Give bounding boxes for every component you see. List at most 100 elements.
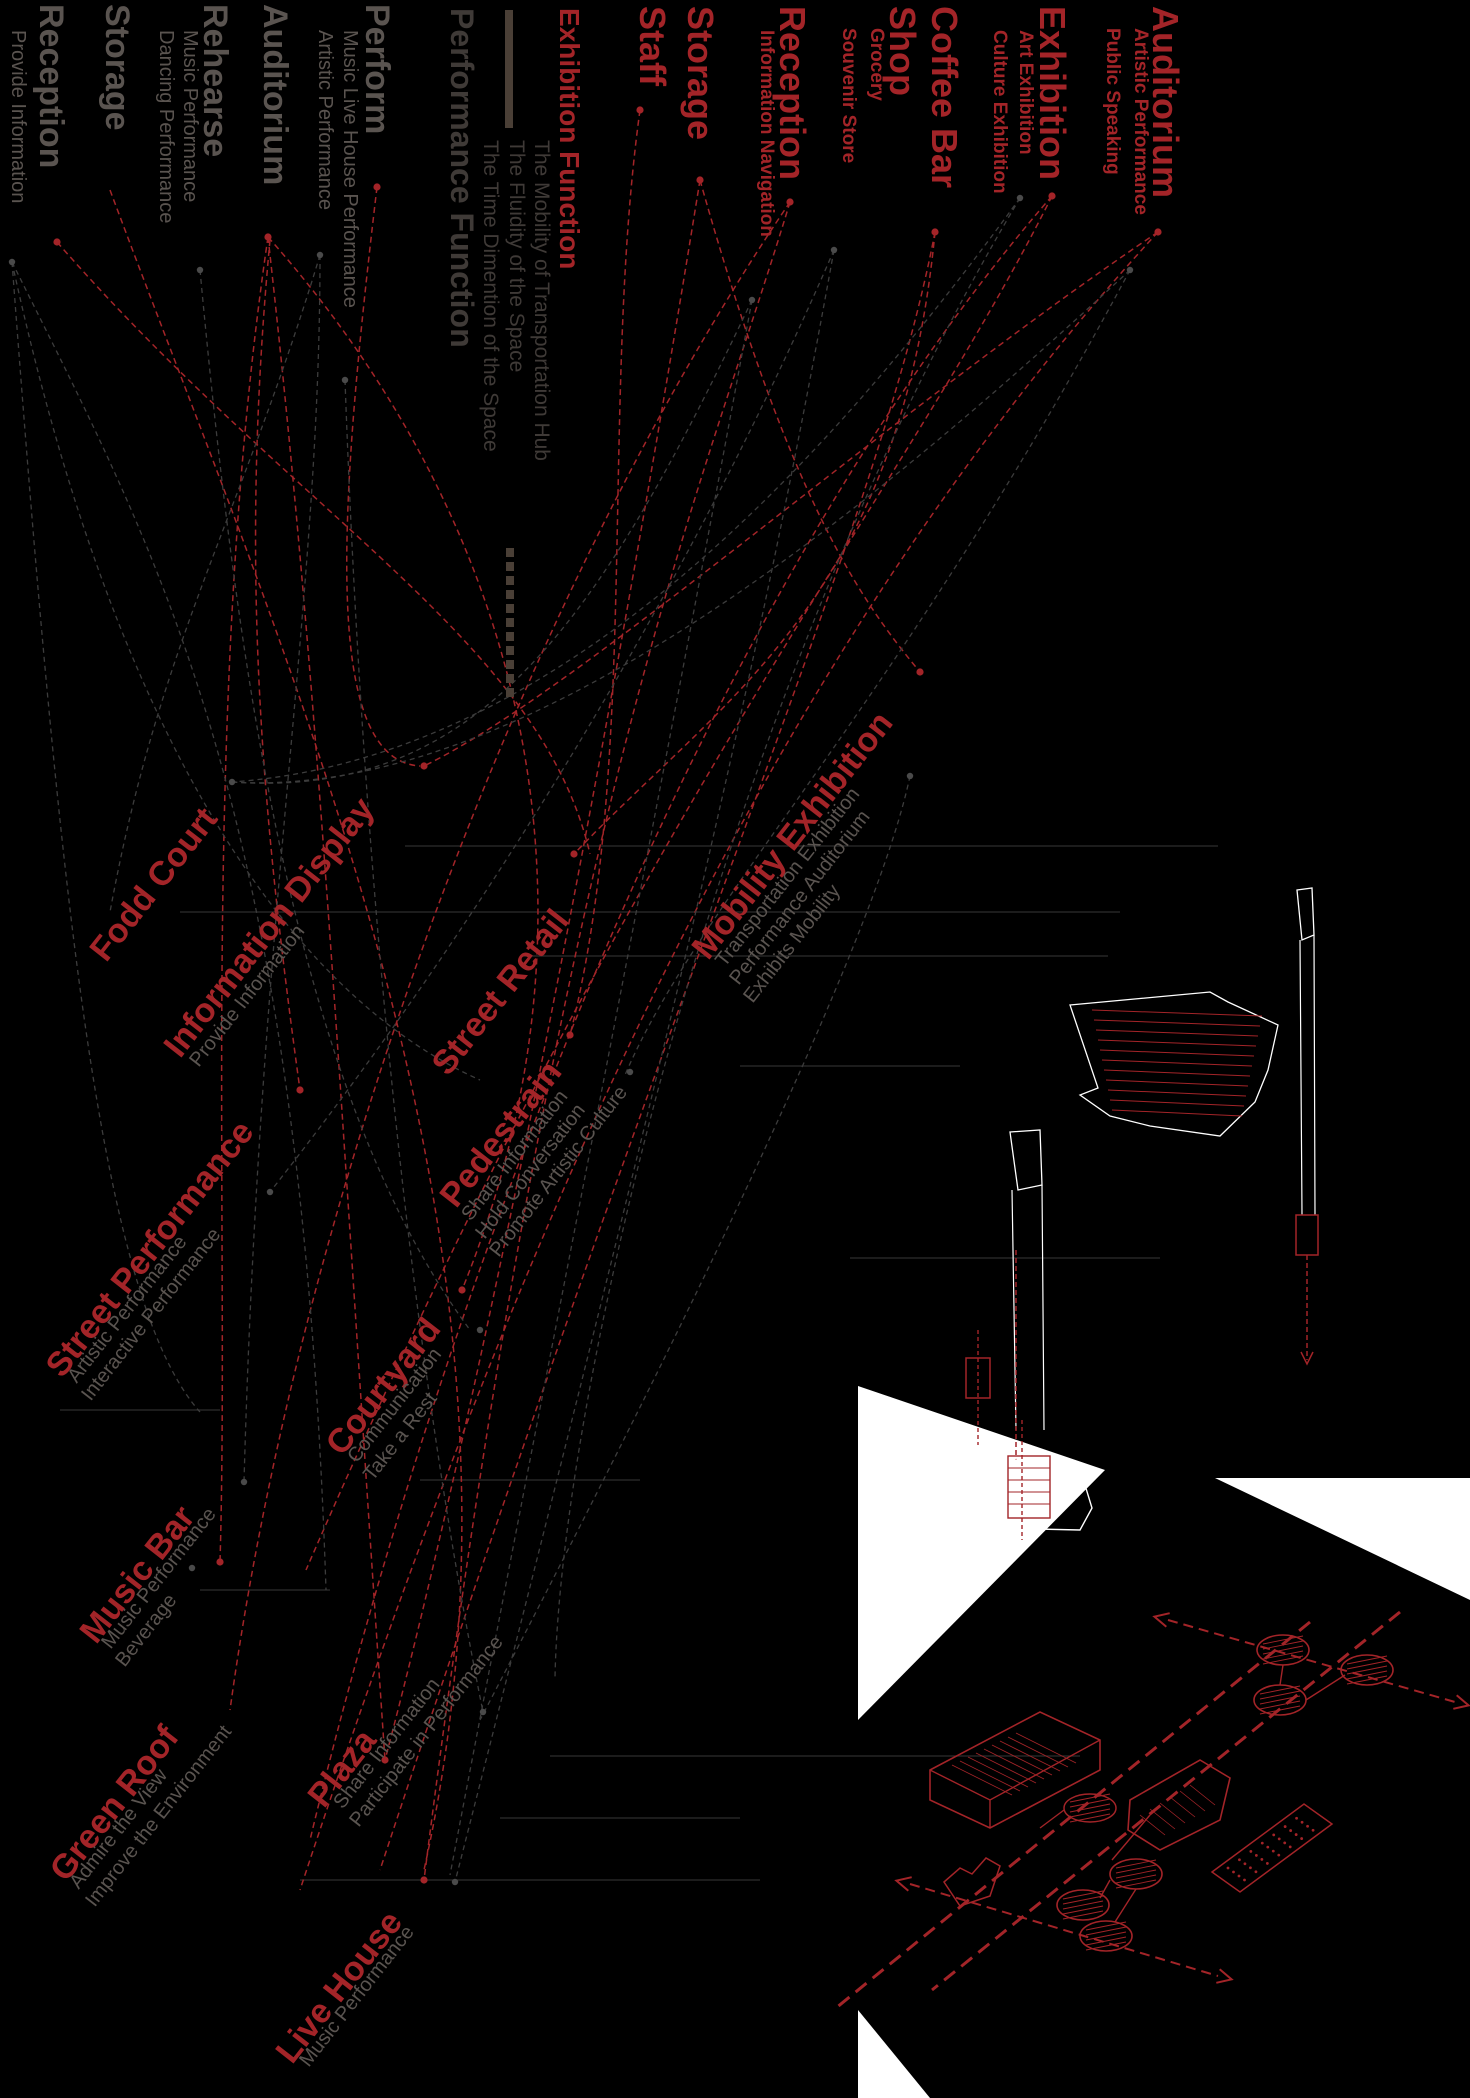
site-node-hatch <box>1062 1900 1104 1910</box>
connection-dot-grey <box>451 1878 459 1886</box>
category-title-grey: Storage <box>98 4 136 131</box>
category-title-red: Auditorium <box>1145 6 1186 198</box>
legend-dash-bar <box>506 660 514 669</box>
category-sub-grey: Provide Information <box>7 30 29 204</box>
connection-curve-grey <box>231 269 1131 784</box>
site-node-hatch <box>1262 1635 1304 1645</box>
dotted-plot-dot <box>1237 1874 1241 1878</box>
connection-dot-grey <box>188 1564 196 1572</box>
roof-hatch <box>1109 1099 1245 1107</box>
dotted-plot-dot <box>1294 1833 1298 1836</box>
box-building-hatch <box>951 1764 1013 1796</box>
category-title-red: Reception <box>772 6 813 181</box>
white-panel-bottom <box>858 2010 930 2098</box>
dotted-plot-dot <box>1283 1841 1287 1845</box>
connection-curve-red <box>229 201 791 1711</box>
connection-dot-grey <box>341 376 349 384</box>
site-node <box>1079 1920 1133 1952</box>
box-building-hatch <box>967 1756 1029 1788</box>
site-node-hatch <box>1085 1921 1127 1931</box>
legend-dash-bar <box>506 576 514 585</box>
connection-dot-grey <box>1016 194 1024 202</box>
site-link <box>1099 1879 1111 1899</box>
site-node-hatch <box>1115 1874 1157 1884</box>
connection-curve-grey <box>243 254 321 1483</box>
connection-dot-grey <box>748 296 756 304</box>
connection-curve-red <box>299 231 1159 1891</box>
site-cross-top <box>1167 1619 1456 1703</box>
connection-curve-grey <box>11 261 327 1591</box>
dotted-plot-dot <box>1283 1825 1287 1828</box>
site-arrowhead <box>1152 1612 1170 1628</box>
site-node-hatch <box>1062 1910 1104 1920</box>
dotted-plot-dot <box>1260 1841 1264 1845</box>
connection-dot-red <box>786 198 794 206</box>
site-link <box>1305 1674 1346 1701</box>
legend-exhibition-item: The Time Dimention of the Space <box>479 140 502 452</box>
site-node-hatch <box>1346 1655 1388 1665</box>
white-panel-right <box>1215 1478 1470 1600</box>
connection-dots <box>8 106 1162 1886</box>
roof-hatch <box>1111 1109 1243 1117</box>
connection-curve-grey <box>344 379 484 1713</box>
category-sub-red: Culture Exhibition <box>989 30 1010 194</box>
dotted-plot-dot <box>1295 1816 1298 1820</box>
connection-curve-red <box>346 186 421 767</box>
legend-dash-bar <box>506 632 514 641</box>
connection-curve-grey <box>479 775 911 1721</box>
connection-dot-red <box>916 668 924 676</box>
slab-hatch <box>1189 1784 1216 1806</box>
roof-hatch <box>1091 1009 1263 1017</box>
category-title-red: Exhibition <box>1032 6 1073 180</box>
connection-dot-red <box>420 762 428 770</box>
category-sub-red: Information Navigation <box>756 30 777 237</box>
roof-hatch <box>1107 1089 1247 1097</box>
connection-dot-red <box>1154 228 1162 236</box>
site-link <box>1111 1814 1151 1861</box>
dotted-plot-dot <box>1265 1862 1269 1865</box>
site-axis-b <box>835 1620 1311 2010</box>
connection-dot-grey <box>906 772 914 780</box>
box-building-hatch <box>999 1740 1061 1772</box>
connection-dot-grey <box>8 258 16 266</box>
roof-hatch <box>1101 1059 1253 1067</box>
box-building-hatch <box>959 1760 1021 1792</box>
legend-solid-bar <box>505 10 513 128</box>
stepped-block <box>943 1857 1001 1907</box>
connection-curve-red <box>219 236 269 1563</box>
dotted-plot-dot <box>1243 1878 1246 1882</box>
site-node-hatch <box>1259 1690 1301 1700</box>
dotted-plot-dot <box>1306 1824 1309 1828</box>
site-axis-a <box>931 1610 1401 1992</box>
connection-dot-grey <box>1126 266 1134 274</box>
slab-hatch <box>1179 1790 1206 1812</box>
site-node-hatch <box>1262 1640 1304 1650</box>
roof-hatch <box>1095 1029 1259 1037</box>
box-building-hatch <box>975 1752 1037 1784</box>
connection-curve-red <box>254 239 301 1091</box>
category-title-red: Staff <box>632 6 673 86</box>
site-link <box>1279 1664 1284 1686</box>
slab-building <box>1127 1759 1231 1851</box>
connection-dot-red <box>636 106 644 114</box>
site-node-hatch <box>1062 1890 1104 1900</box>
dotted-plot-dot <box>1289 1829 1293 1832</box>
site-arrowhead <box>1216 1968 1234 1984</box>
site-node <box>1056 1889 1110 1921</box>
legend-dash-bar <box>506 548 514 557</box>
category-title-grey: Rehearse <box>196 4 234 158</box>
box-building-hatch <box>1015 1732 1077 1764</box>
legend-exhibition-title: Exhibition Function <box>554 8 585 270</box>
dotted-plot-dot <box>1288 1845 1292 1849</box>
white-panels <box>858 1386 1470 2098</box>
site-node-hatch <box>1085 1926 1127 1936</box>
connection-curve-grey <box>624 269 1131 1076</box>
connection-dot-red <box>420 1876 428 1884</box>
connection-dot-grey <box>626 1068 634 1076</box>
connection-dot-red <box>53 238 61 246</box>
box-building-edges <box>929 1739 1101 1828</box>
category-sub-grey: Artistic Performance <box>314 30 336 211</box>
slab-hatch <box>1159 1802 1186 1824</box>
site-node-hatch <box>1259 1700 1301 1710</box>
connection-curve-red <box>267 236 539 1291</box>
